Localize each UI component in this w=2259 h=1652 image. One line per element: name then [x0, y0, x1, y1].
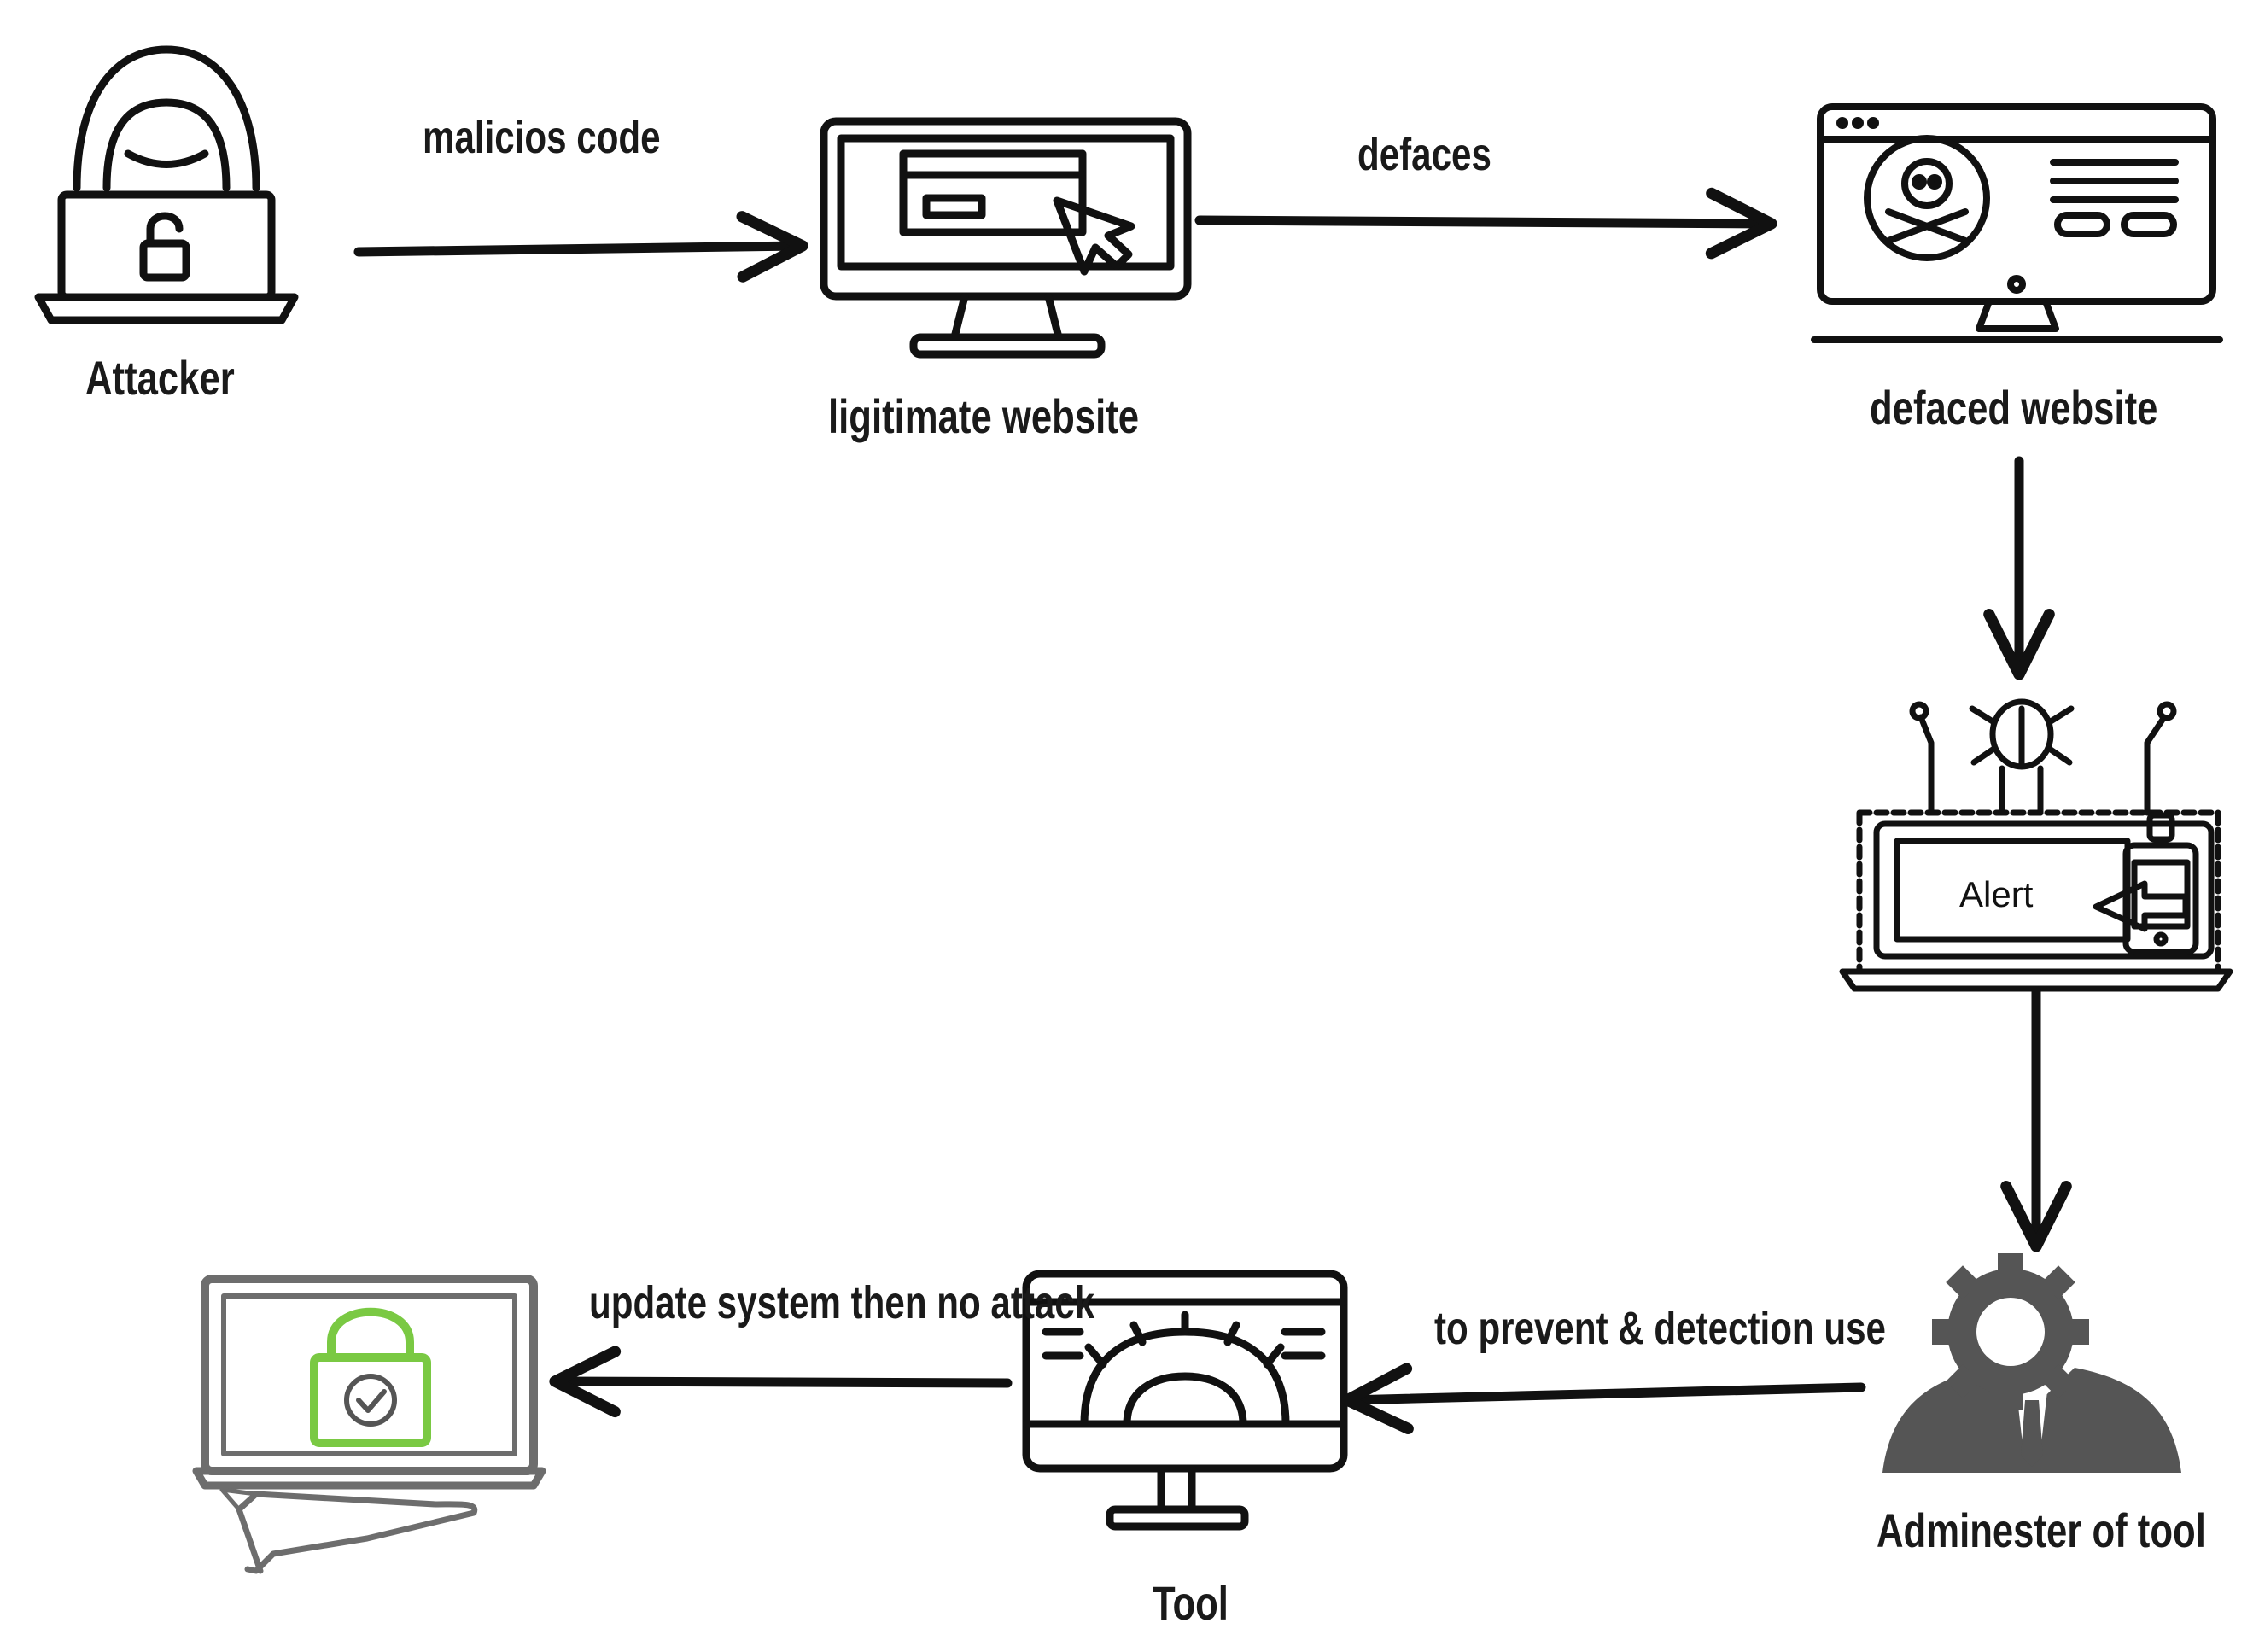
gear-admin-icon [1882, 1253, 2181, 1473]
arrow-defaces [1194, 187, 1777, 260]
arrow-malicious [353, 211, 808, 283]
prevent-label: to prevent & detection use [1434, 1303, 1886, 1354]
attacker-label: Attacker [85, 351, 235, 405]
arrow-update [549, 1346, 1013, 1418]
admin-label: Adminester of tool [1877, 1503, 2206, 1557]
update-label: update system then no attack [589, 1277, 1095, 1328]
skull-monitor-icon [1811, 103, 2223, 343]
gear-monitor-icon [1022, 1270, 1348, 1531]
malicious-code-label: malicios code [423, 112, 661, 163]
bug-alert-laptop-icon [1839, 698, 2233, 992]
monitor-cursor-icon [820, 117, 1192, 359]
legit-website-label: ligitimate website [828, 389, 1140, 443]
alert-text: Alert [1959, 874, 2034, 914]
defaced-website-label: defaced website [1870, 381, 2158, 435]
secure-laptop-hand-icon [192, 1275, 546, 1574]
tool-label: Tool [1153, 1576, 1229, 1630]
defaces-label: defaces [1357, 129, 1491, 180]
hooded-attacker-icon [34, 45, 299, 324]
arrow-prevent [1341, 1363, 1866, 1435]
